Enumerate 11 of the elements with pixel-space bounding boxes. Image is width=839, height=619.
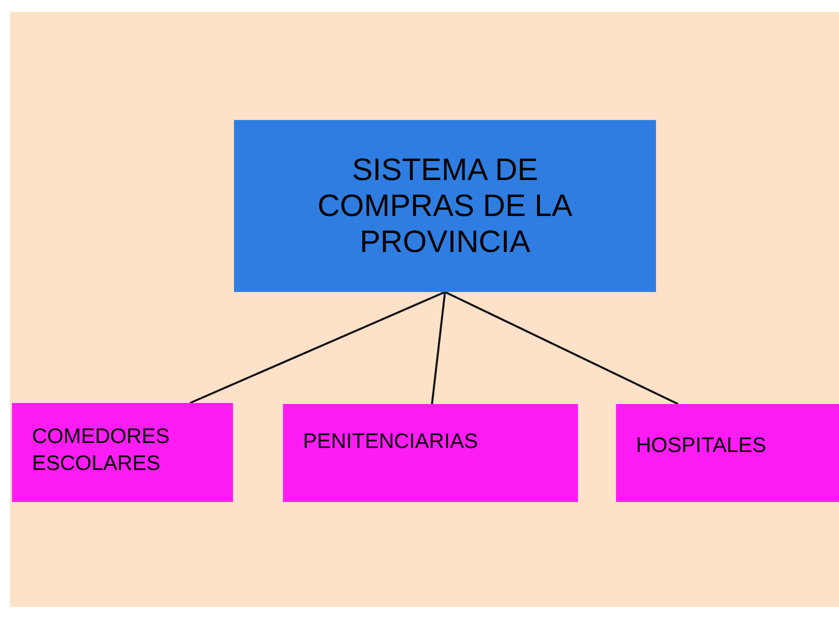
connector-line [431,292,446,404]
node-label: COMEDORES ESCOLARES [32,424,171,477]
category-box [283,404,578,502]
connector-line [190,291,446,404]
node-label: SISTEMA DE COMPRAS DE LA PROVINCIA [316,152,574,260]
category-box [616,404,839,502]
connector-line [444,291,678,405]
title-box [234,120,656,292]
node-label: PENITENCIARIAS [303,429,480,455]
category-box [12,403,233,502]
node-label: HOSPITALES [636,433,768,459]
